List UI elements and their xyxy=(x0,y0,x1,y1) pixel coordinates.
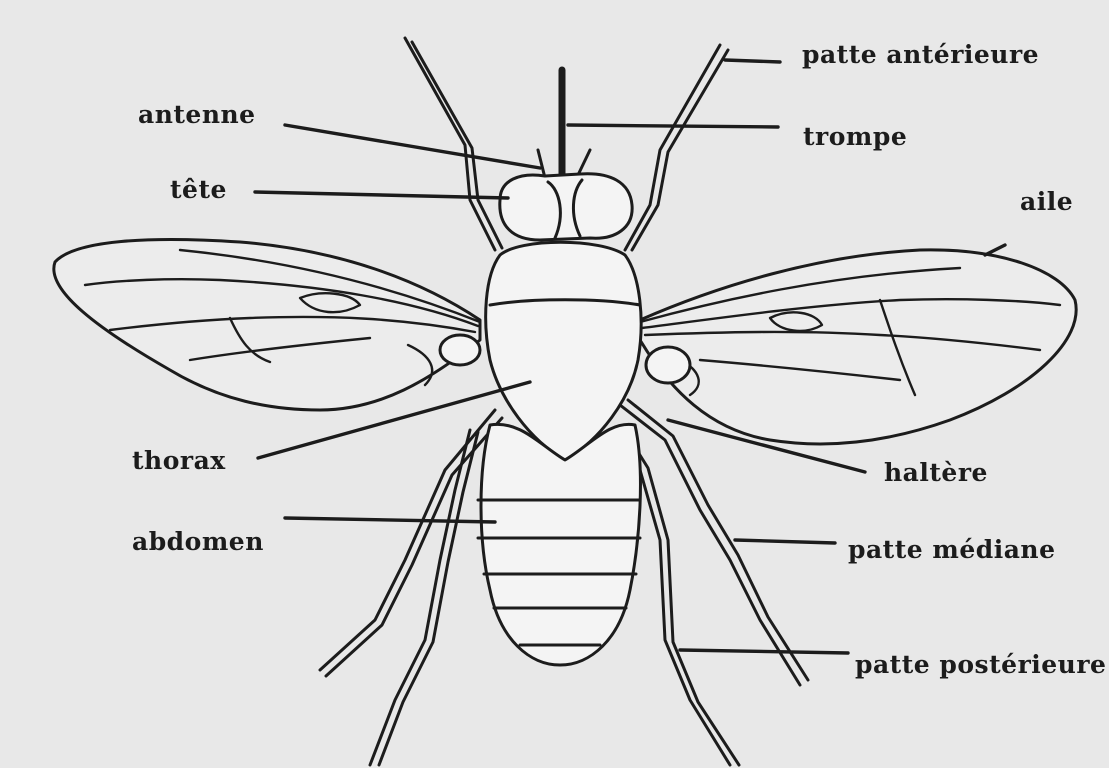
label-thorax: thorax xyxy=(132,446,226,475)
leader-trompe xyxy=(568,125,778,127)
label-abdomen: abdomen xyxy=(132,527,264,556)
head xyxy=(500,174,632,240)
label-patte-mediane: patte médiane xyxy=(848,535,1056,564)
label-antenne: antenne xyxy=(138,100,256,129)
leader-patte-posterieure xyxy=(680,650,848,653)
label-trompe: trompe xyxy=(803,122,907,151)
front-leg-left xyxy=(405,38,495,250)
leader-aile xyxy=(985,245,1005,255)
antenna-right xyxy=(578,150,590,175)
leader-antenne xyxy=(285,125,540,168)
middle-leg-left xyxy=(320,410,495,670)
front-leg-right xyxy=(625,45,720,250)
label-aile: aile xyxy=(1020,187,1073,216)
abdomen xyxy=(478,424,640,665)
label-tete: tête xyxy=(170,175,227,204)
leader-abdomen xyxy=(285,518,495,522)
label-patte-posterieure: patte postérieure xyxy=(855,650,1106,679)
left-wing xyxy=(54,239,480,410)
label-patte-anterieure: patte antérieure xyxy=(802,40,1039,69)
leader-patte-anterieure xyxy=(725,60,780,62)
leader-patte-mediane xyxy=(735,540,835,543)
label-halteres: haltère xyxy=(884,458,988,487)
